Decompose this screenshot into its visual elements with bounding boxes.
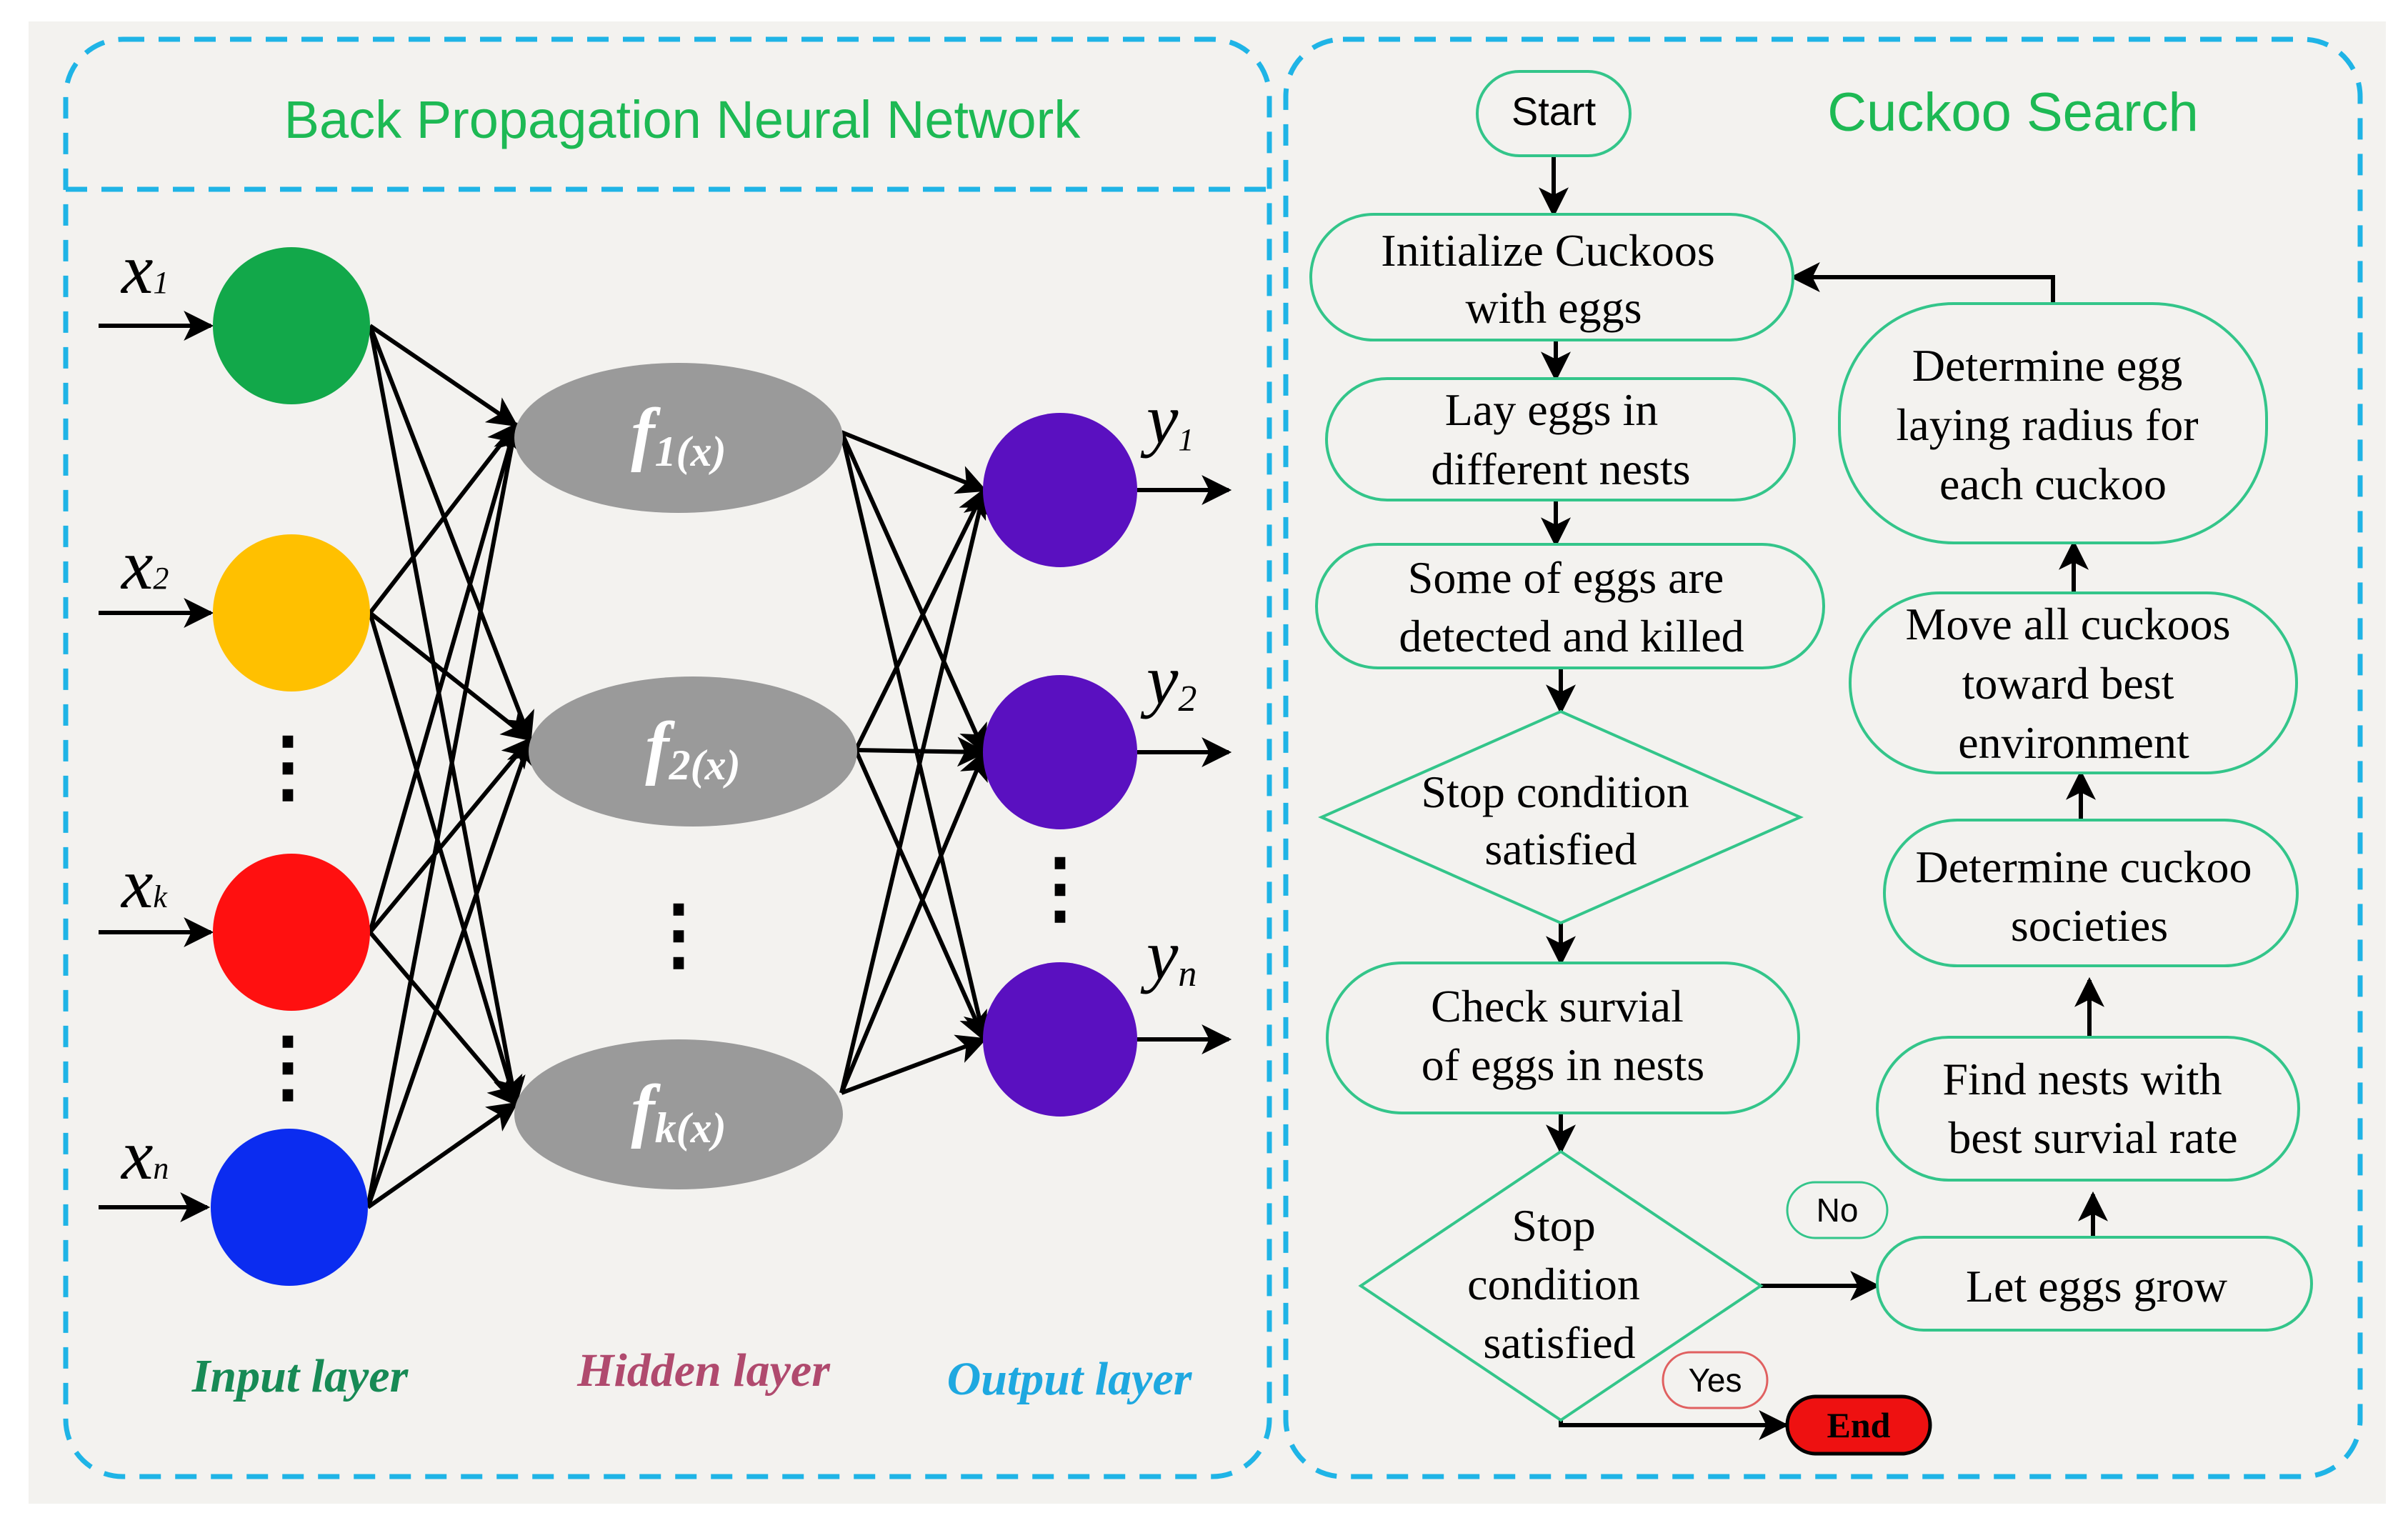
stop-decision-2-label: Stop condition satisfied <box>1467 1200 1652 1368</box>
stop-decision-2 <box>1358 1149 1764 1422</box>
edge-hidden-2-output-1 <box>839 749 988 1094</box>
input-node-1 <box>213 247 370 404</box>
no-badge <box>1786 1181 1889 1239</box>
input-ellipsis-upper: ⋮ <box>249 723 327 810</box>
stop-decision-1-label: Stop condition satisfied <box>1421 767 1700 874</box>
hidden-node-k <box>514 1039 843 1189</box>
societies-label: Determine cuckoo societies <box>1916 842 2264 951</box>
edge-hidden-2-output-2 <box>840 1034 987 1095</box>
cuckoo-title: Cuckoo Search <box>1827 82 2199 143</box>
cuckoo-panel-border <box>1283 36 2363 1479</box>
lay-eggs-node <box>1325 377 1796 501</box>
output-node-1 <box>983 413 1137 567</box>
yes-label: Yes <box>1688 1362 1742 1399</box>
cuckoo-panel: Cuckoo Search Start Initialize Cuckoos w… <box>1283 36 2363 1479</box>
input-node-k <box>213 854 370 1011</box>
edge-hidden-1-output-2 <box>854 749 987 1042</box>
input-arrows <box>99 311 214 1222</box>
edge-input-1-hidden-2 <box>368 612 523 1107</box>
edge-hidden-1-output-0 <box>854 487 986 751</box>
check-survial-node <box>1326 962 1800 1114</box>
input-label-1: x1 <box>120 229 169 309</box>
initialize-node <box>1309 213 1794 341</box>
flow-arrows <box>1539 156 2108 1440</box>
find-nests-label: Find nests with best survial rate <box>1942 1054 2237 1163</box>
edge-input-0-hidden-2 <box>368 325 526 1107</box>
edge-hidden-2-output-0 <box>839 486 993 1094</box>
edge-hidden-0-output-0 <box>840 430 987 494</box>
end-label: End <box>1827 1405 1891 1445</box>
move-cuckoos-node <box>1849 591 2298 774</box>
input-label-k: xk <box>120 844 168 923</box>
edge-input-1-hidden-1 <box>369 611 533 741</box>
edge-input-0-hidden-0 <box>369 324 519 427</box>
hidden-node-2 <box>529 676 857 827</box>
edge-input-2-hidden-2 <box>368 931 518 1107</box>
edge-hidden-1-output-1 <box>855 736 988 767</box>
output-arrows <box>1137 475 1232 1054</box>
bpnn-panel: Back Propagation Neural Network <box>63 36 1272 1479</box>
detected-label: Some of eggs are detected and killed <box>1399 552 1744 661</box>
egg-radius-node <box>1838 302 2268 544</box>
start-label: Start <box>1512 89 1597 134</box>
hidden-ellipsis: ⋮ <box>639 891 718 978</box>
input-node-n <box>211 1129 368 1286</box>
input-layer-label: Input layer <box>191 1350 409 1402</box>
bpnn-connections <box>366 324 993 1209</box>
output-node-n <box>983 962 1137 1117</box>
detected-node <box>1315 543 1825 669</box>
output-node-2 <box>983 675 1137 829</box>
edge-input-3-hidden-2 <box>366 1102 519 1209</box>
check-survial-label: Check survial of eggs in nests <box>1422 981 1704 1090</box>
initialize-label: Initialize Cuckoos with eggs <box>1381 225 1726 333</box>
output-label-2: y2 <box>1140 640 1196 719</box>
output-label-n: yn <box>1140 915 1196 994</box>
let-eggs-grow-node <box>1876 1236 2313 1332</box>
input-ellipsis-lower: ⋮ <box>249 1023 327 1110</box>
hidden-label-1: f1(x) <box>631 394 726 475</box>
arrow-radius-initialize <box>1789 262 2055 304</box>
start-node <box>1476 70 1632 157</box>
output-ellipsis: ⋮ <box>1021 844 1099 932</box>
find-nests-node <box>1876 1036 2300 1182</box>
edge-input-3-hidden-1 <box>366 736 536 1208</box>
edge-input-1-hidden-0 <box>368 422 518 614</box>
input-node-2 <box>213 534 370 691</box>
edge-input-2-hidden-1 <box>368 736 532 934</box>
bpnn-panel-border <box>63 36 1272 1479</box>
input-label-n: xn <box>120 1115 169 1194</box>
edge-hidden-0-output-2 <box>839 431 993 1043</box>
societies-node <box>1883 819 2299 967</box>
no-label: No <box>1817 1192 1859 1229</box>
stop-decision-1 <box>1318 709 1804 925</box>
edge-input-0-hidden-1 <box>368 324 534 742</box>
let-eggs-grow-label: Let eggs grow <box>1966 1261 2227 1312</box>
output-label-1: y1 <box>1140 379 1194 459</box>
input-label-2: x2 <box>120 525 169 604</box>
end-node <box>1785 1394 1932 1456</box>
edge-input-2-hidden-0 <box>368 421 523 933</box>
edge-input-3-hidden-0 <box>366 421 526 1208</box>
yes-badge <box>1662 1351 1769 1409</box>
output-layer-label: Output layer <box>947 1353 1193 1405</box>
edge-hidden-0-output-1 <box>839 431 987 755</box>
hidden-node-1 <box>514 363 843 513</box>
lay-eggs-label: Lay eggs in different nests <box>1431 384 1690 494</box>
move-cuckoos-label: Move all cuckoos toward best environment <box>1906 599 2242 768</box>
egg-radius-label: Determine egg laying radius for each cuc… <box>1897 340 2210 509</box>
hidden-layer-label: Hidden layer <box>576 1344 831 1397</box>
bpnn-title: Back Propagation Neural Network <box>284 90 1081 149</box>
